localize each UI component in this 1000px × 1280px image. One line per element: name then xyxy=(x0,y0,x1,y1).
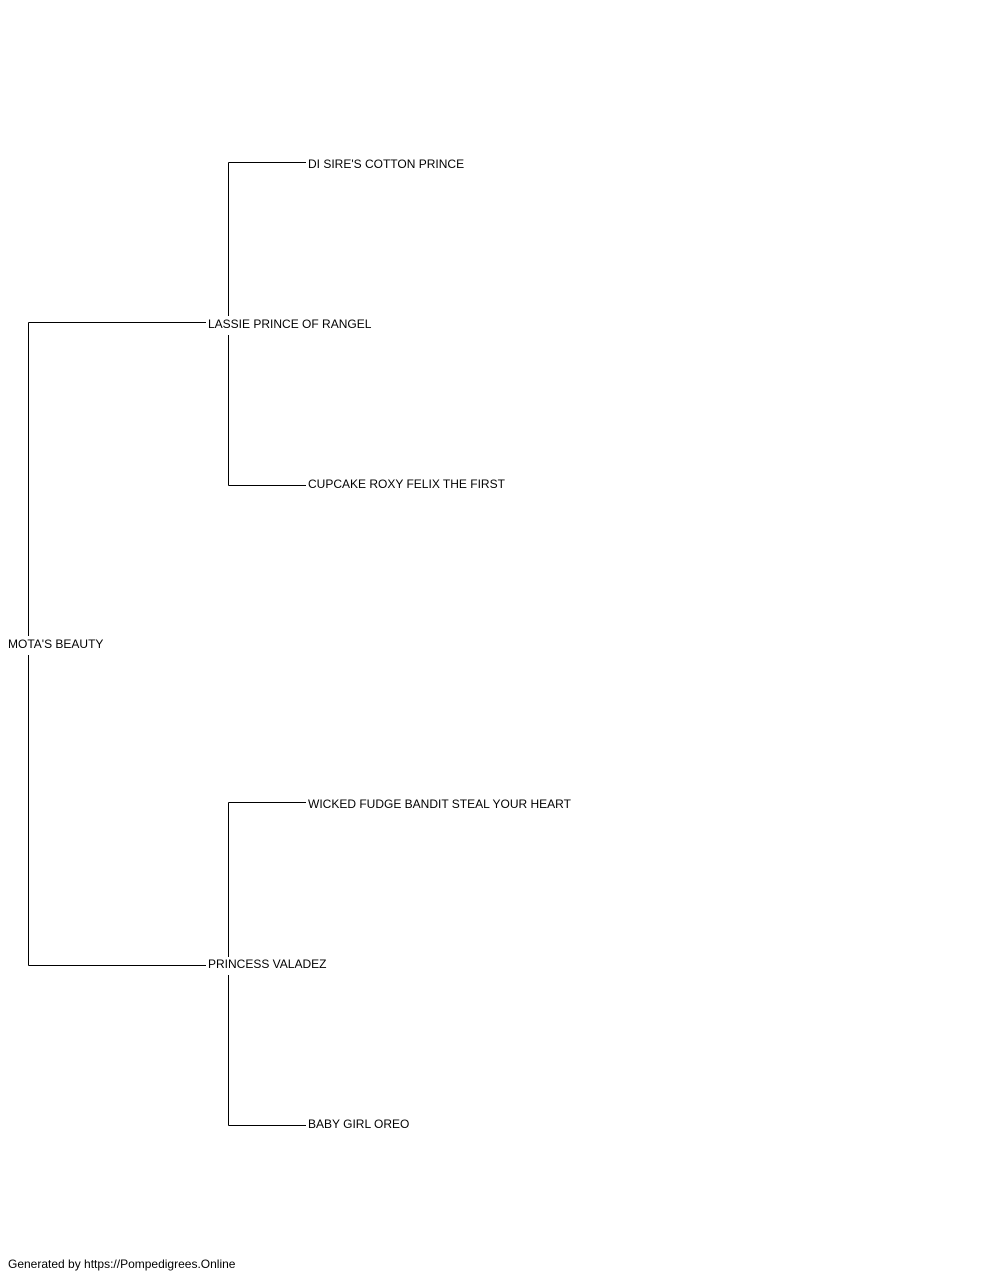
pedigree-sire-dam: CUPCAKE ROXY FELIX THE FIRST xyxy=(307,477,506,491)
pedigree-dam-dam: BABY GIRL OREO xyxy=(307,1117,411,1131)
pedigree-dam: PRINCESS VALADEZ xyxy=(207,957,328,971)
pedigree-dam-sire: WICKED FUDGE BANDIT STEAL YOUR HEART xyxy=(307,797,572,811)
pedigree-subject: MOTA'S BEAUTY xyxy=(7,637,105,651)
footer-credit: Generated by https://Pompedigrees.Online xyxy=(8,1257,236,1271)
pedigree-sire: LASSIE PRINCE OF RANGEL xyxy=(207,317,373,331)
pedigree-sire-sire: DI SIRE'S COTTON PRINCE xyxy=(307,157,466,171)
